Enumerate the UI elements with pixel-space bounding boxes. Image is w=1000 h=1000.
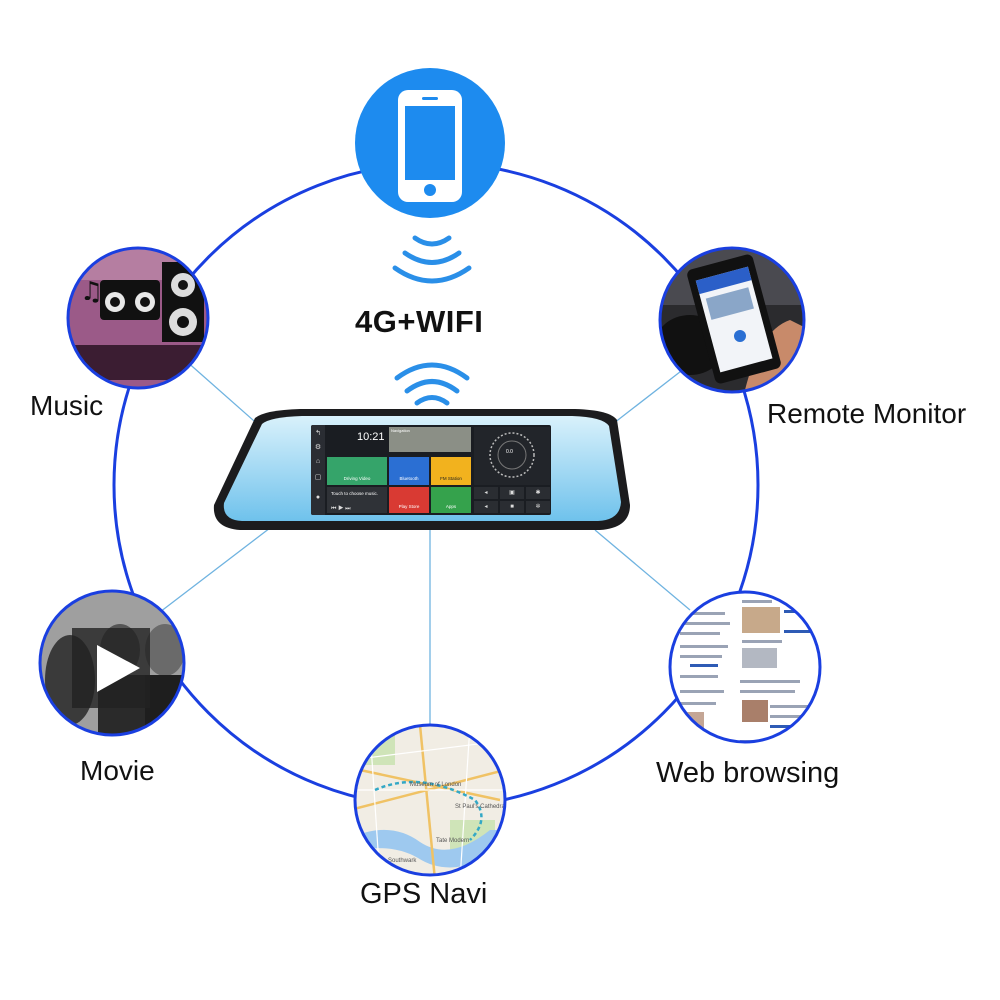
music-prompt-label: Touch to choose music.	[331, 491, 379, 496]
brightness-up-icon[interactable]: ✱	[526, 487, 550, 499]
volume-down-icon[interactable]: ◂	[474, 487, 498, 499]
screen-side-bar: ↰ ⚙ ⌂ ▢ ●	[311, 425, 325, 515]
svg-text:Southwark: Southwark	[388, 858, 417, 864]
camera-icon[interactable]: ■	[500, 501, 524, 513]
volume-up-icon[interactable]: ◂	[474, 501, 498, 513]
speed-value: 0.0	[506, 449, 513, 455]
mirror-screen: ↰ ⚙ ⌂ ▢ ● 10:21 Navigation Driving Video…	[311, 425, 551, 515]
fm-station-tile[interactable]: FM Station	[431, 457, 471, 485]
car-icon[interactable]: ▣	[500, 487, 524, 499]
svg-text:St Paul's Cathedral: St Paul's Cathedral	[455, 804, 506, 810]
speed-gauge	[474, 427, 550, 485]
movie-image	[38, 589, 186, 737]
remote-monitor-image	[658, 246, 806, 394]
svg-text:♫: ♫	[80, 277, 103, 307]
settings-icon[interactable]: ⚙	[314, 444, 322, 451]
music-label: Music	[30, 390, 104, 421]
gps-navi-image: Museum of London St Paul's Cathedral Tat…	[353, 723, 507, 877]
home-icon[interactable]: ⌂	[315, 458, 321, 465]
driving-video-label: Driving Video	[343, 476, 371, 481]
web-browsing-label: Web browsing	[656, 757, 840, 789]
remote-monitor-label: Remote Monitor	[767, 398, 967, 429]
navigation-tile-label: Navigation	[391, 428, 410, 433]
brightness-down-icon[interactable]: ✲	[526, 501, 550, 513]
svg-text:Museum of London: Museum of London	[410, 782, 461, 788]
driving-video-tile[interactable]: Driving Video	[327, 457, 387, 485]
web-browsing-image	[668, 590, 822, 744]
svg-text:Tate Modern: Tate Modern	[436, 838, 469, 844]
play-store-tile[interactable]: Play Store	[389, 487, 429, 513]
fm-station-label: FM Station	[440, 476, 462, 481]
music-player-tile[interactable]: Touch to choose music. ⏮ ▶ ⏭	[327, 487, 387, 513]
wifi-signal-icon	[392, 235, 472, 284]
play-store-label: Play Store	[398, 504, 420, 509]
recent-apps-icon[interactable]: ▢	[314, 474, 322, 481]
gps-navi-label: GPS Navi	[360, 878, 488, 910]
wifi-signal-icon	[394, 362, 470, 406]
connector-lines	[159, 359, 691, 725]
microphone-icon[interactable]: ●	[315, 494, 321, 501]
apps-label: Apps	[445, 504, 457, 509]
navigation-tile[interactable]: Navigation	[389, 427, 471, 452]
smartphone-icon	[355, 68, 505, 218]
bluetooth-label: Bluetooth	[399, 476, 419, 481]
screen-clock: 10:21	[357, 431, 385, 443]
apps-tile[interactable]: Apps	[431, 487, 471, 513]
back-icon[interactable]: ↰	[315, 430, 321, 437]
music-image: ♫	[66, 246, 210, 390]
connectivity-label: 4G+WIFI	[355, 304, 484, 339]
playback-controls-icon[interactable]: ⏮ ▶ ⏭	[331, 506, 351, 512]
bluetooth-tile[interactable]: Bluetooth	[389, 457, 429, 485]
movie-label: Movie	[80, 755, 155, 786]
